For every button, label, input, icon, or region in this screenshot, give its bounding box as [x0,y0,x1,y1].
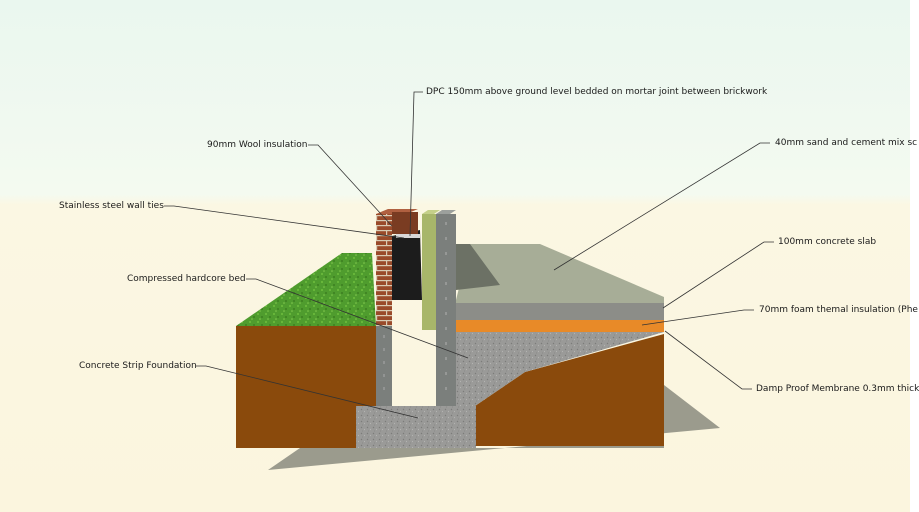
inner-block-leaf [436,214,456,406]
label-damp-proof-membrane: Damp Proof Membrane 0.3mm thick [756,384,919,394]
leader-dpc [409,91,423,237]
screed-top [456,244,664,303]
screed-edge [456,244,500,290]
leader-ties [164,205,405,239]
grass-surface [236,253,376,326]
brick-outer-leaf [376,214,392,326]
cavity [392,230,422,300]
brick-side [392,212,418,234]
label-concrete-slab: 100mm concrete slab [778,237,877,247]
ground-shadow [268,385,720,470]
concrete-strip-foundation [356,406,476,448]
soil-left [236,326,376,448]
leader-screed [553,142,770,271]
label-hardcore-bed: Compressed hardcore bed [127,274,246,284]
concrete-slab [456,303,664,320]
outer-block-leaf [376,326,392,406]
leader-foundation [196,365,419,419]
leader-slab [662,241,774,309]
label-screed: 40mm sand and cement mix sc [775,138,918,148]
leader-wool [308,144,393,227]
dpc-strip [396,234,420,238]
leader-foam [641,309,754,326]
label-strip-foundation: Concrete Strip Foundation [79,361,197,371]
inner-leaf-top [436,210,456,214]
hardcore-bed [456,332,664,406]
label-dpc: DPC 150mm above ground level bedded on m… [426,87,768,97]
label-wall-ties: Stainless steel wall ties [59,201,164,211]
soil-right [475,334,664,446]
leader-hardcore [246,278,469,359]
wool-top [422,210,440,214]
label-foam-insulation: 70mm foam themal insulation (Phe [759,305,918,315]
wool-insulation [422,214,436,330]
label-wool-insulation: 90mm Wool insulation [207,140,308,150]
leader-membrane [664,330,752,390]
foam-insulation [456,320,664,332]
